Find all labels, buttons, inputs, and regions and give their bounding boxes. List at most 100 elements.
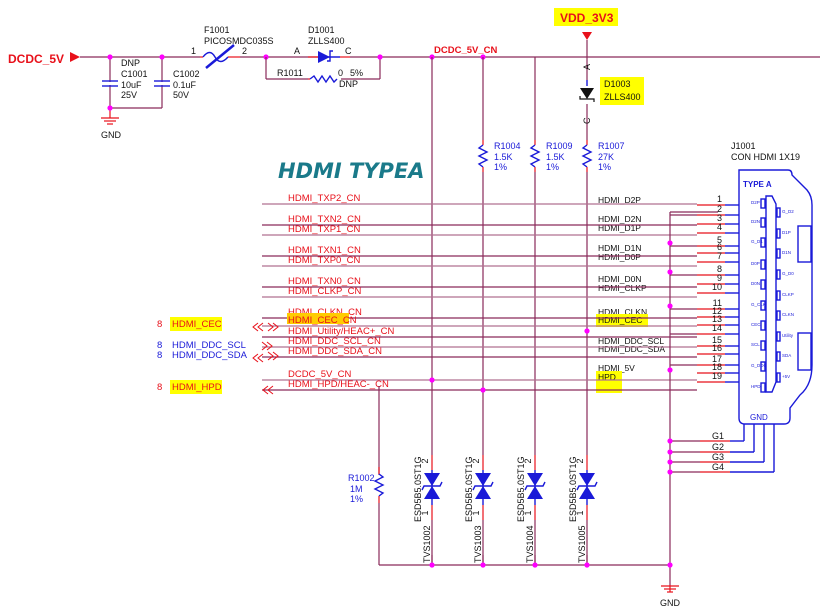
connector-pin-label: CLKP [782,292,794,297]
fuse-f1001 [202,44,235,69]
pin-number: 9 [717,273,722,283]
f1001-pin1: 1 [191,46,196,56]
d1001-value: ZLLS400 [308,36,345,46]
connector-net-label: HDMI_D1N [598,243,641,253]
connector-net-label: HDMI_DDC_SCL [598,336,664,346]
dcdc-5v-input-label: DCDC_5V [8,52,64,66]
d1003-anode-label: A [582,64,592,70]
pin-number: 14 [712,323,722,333]
connector-net-label: HDMI_5V [598,363,635,373]
resistor-r1009 [529,140,541,172]
pin-number: 17 [712,354,722,364]
pin-number: 4 [717,222,722,232]
tvs-ref: TVS1002 [422,525,432,563]
r1011-tol: 5% [350,68,363,78]
j1001-ref: J1001 [731,141,756,151]
gnd-symbol-bottom-icon [661,585,679,593]
connector-net-label: HDMI_D0P [598,252,641,262]
r1004-value: 1.5K [494,152,513,162]
tvs-ref: TVS1005 [577,525,587,563]
svg-text:1: 1 [523,510,533,515]
connector-pin-label: D2P [751,200,760,205]
svg-text:1: 1 [420,510,430,515]
d1001-ref: D1001 [308,25,335,35]
gnd-symbol-icon [101,117,119,125]
net-label: HDMI_CEC_CN [288,315,357,326]
connector-pin-label: +5V [782,374,790,379]
gnd-label: GND [101,130,122,140]
connector-pin-label: D0N [751,281,760,286]
d1003-value: ZLLS400 [604,92,641,102]
offpage-net-hdmi-ddc-scl[interactable]: HDMI_DDC_SCL [172,340,246,351]
tvs-ref: TVS1003 [473,525,483,563]
j1001-value: CON HDMI 1X19 [731,152,800,162]
r1004-ref: R1004 [494,141,521,151]
connector-gnd-label: GND [750,413,768,422]
connector-pin-label: D0P [751,261,760,266]
pin-number: 19 [712,371,722,381]
r1009-ref: R1009 [546,141,573,151]
pin-number: 7 [717,251,722,261]
resistor-r1004 [477,140,489,172]
net-label: HDMI_Utility/HEAC+_CN [288,326,395,337]
r1011-dnp: DNP [339,79,358,89]
vdd-3v3-label: VDD_3V3 [560,11,614,25]
capacitor-c1001 [102,80,118,87]
input-port-arrow-icon [70,52,80,62]
connector-net-label: HDMI_CEC [598,315,642,325]
connector-net-label: HDMI_D2P [598,195,641,205]
r1002-ref: R1002 [348,473,375,483]
r1011-value: 0 [338,68,343,78]
r1004-tol: 1% [494,162,507,172]
connector-pin-label: SDA [782,353,791,358]
connector-type-label: TYPE A [743,180,772,189]
offpage-net-hdmi-hpd[interactable]: HDMI_HPD [172,382,222,393]
pin-number: 1 [717,194,722,204]
pin-number: 3 [717,213,722,223]
r1009-value: 1.5K [546,152,565,162]
pin-number: 5 [717,235,722,245]
gnd-label-bottom: GND [660,598,681,608]
svg-text:2: 2 [575,458,585,463]
schottky-diode-d1001-icon [308,50,350,63]
connector-net-label: HDMI_D0N [598,274,641,284]
connector-pin-label: G_DDC [751,363,768,368]
dcdc-5v-cn-label: DCDC_5V_CN [434,45,497,56]
r1007-ref: R1007 [598,141,625,151]
pin-number: 13 [712,314,722,324]
offpage-net-hdmi-ddc-sda[interactable]: HDMI_DDC_SDA [172,350,248,361]
connector-pin-label: HPD [751,384,761,389]
offpage-sheet-number: 8 [157,319,162,330]
net-label: HDMI_TXP0_CN [288,255,360,266]
connector-pin-label: CLKN [782,312,794,317]
tvs-value: ESD5B5.0ST1G [568,456,578,522]
f1001-value: PICOSMDC035S [204,36,274,46]
pin-number: 8 [717,264,722,274]
d1001-anode-label: A [294,46,300,56]
tvs-value: ESD5B5.0ST1G [516,456,526,522]
c1002-value: 0.1uF [173,80,197,90]
connector-pin-label: D1N [782,250,791,255]
c1001-dnp: DNP [121,58,140,68]
pin-number: 16 [712,343,722,353]
connector-pin-label: D2N [751,219,760,224]
offpage-net-hdmi-cec[interactable]: HDMI_CEC [172,319,222,330]
svg-text:2: 2 [523,458,533,463]
capacitor-c1002 [154,80,170,87]
d1003-cathode-label: C [582,117,592,124]
hdmi-connector-body [738,169,813,425]
r1009-tol: 1% [546,162,559,172]
tvs-ref: TVS1004 [525,525,535,563]
connector-net-label: HDMI_CLKN [598,307,647,317]
resistor-r1011 [309,74,338,84]
pin-number: 2 [717,204,722,214]
net-label: HDMI_TXP1_CN [288,224,360,235]
net-label: DCDC_5V_CN [288,369,351,380]
net-label: HDMI_CLKN_CN [288,307,362,318]
net-label: HDMI_TXN0_CN [288,276,361,287]
connector-net-label: HDMI_CLKP [598,283,647,293]
connector-pin-label: G_D1 [751,239,763,244]
